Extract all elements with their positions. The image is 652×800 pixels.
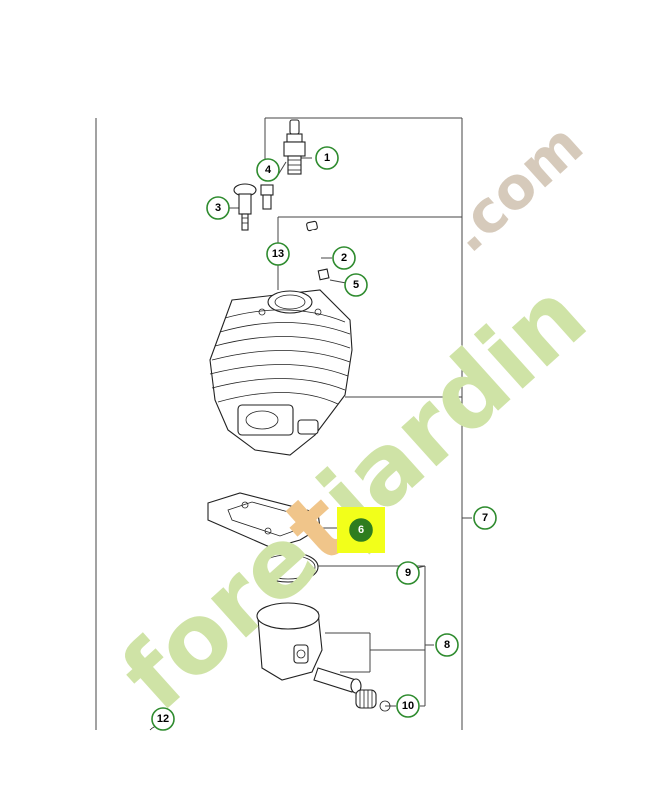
callout-3[interactable]: 3 [206,196,230,220]
callout-label: 4 [265,164,272,176]
callout-1[interactable]: 1 [315,146,339,170]
plug-screw [260,184,274,210]
piston [239,602,323,681]
piston-ring [257,551,319,583]
callout-label: 2 [341,252,347,264]
watermark: foretjardin .com [100,110,607,732]
callout-label: 12 [157,713,169,725]
callout-label: 1 [324,152,330,164]
callout-8[interactable]: 8 [435,633,459,657]
callout-label: 7 [482,512,488,524]
callout-5[interactable]: 5 [344,273,368,297]
callout-label: 3 [215,202,221,214]
cylinder [209,289,353,456]
callout-label: 8 [444,639,450,651]
watermark-brand: foretjardin [100,260,607,732]
callout-label: 9 [405,567,411,579]
callout-6[interactable]: 6 [349,518,373,542]
callout-12[interactable]: 12 [151,707,175,731]
decompression-valve [233,183,257,231]
callout-4[interactable]: 4 [256,158,280,182]
callout-label: 10 [402,700,414,712]
cylinder-bolt [306,220,330,281]
callout-2[interactable]: 2 [332,246,356,270]
spark-plug [283,119,306,175]
needle-bearing [355,689,391,712]
callout-label: 6 [358,524,364,536]
callout-10[interactable]: 10 [396,694,420,718]
callout-label: 5 [353,279,359,291]
callout-13[interactable]: 13 [266,242,290,266]
callout-7[interactable]: 7 [473,506,497,530]
callout-9[interactable]: 9 [396,561,420,585]
base-gasket [207,492,321,549]
watermark-suffix: .com [434,110,596,265]
callout-label: 13 [272,248,284,260]
